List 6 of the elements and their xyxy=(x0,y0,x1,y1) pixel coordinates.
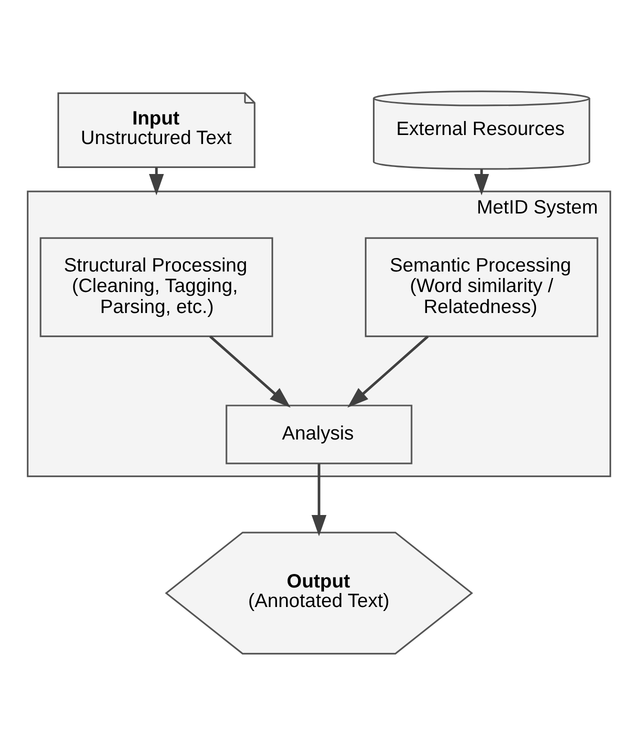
arrow xyxy=(312,463,326,536)
node-box: Structural Processing (Cleaning, Tagging, Parsing, etc.) xyxy=(40,236,274,337)
arrow xyxy=(347,334,429,408)
arrow xyxy=(209,334,291,408)
node-box: Semantic Processing (Word similarity / Relatedness) xyxy=(364,236,598,337)
node-box: Analysis xyxy=(226,404,412,464)
